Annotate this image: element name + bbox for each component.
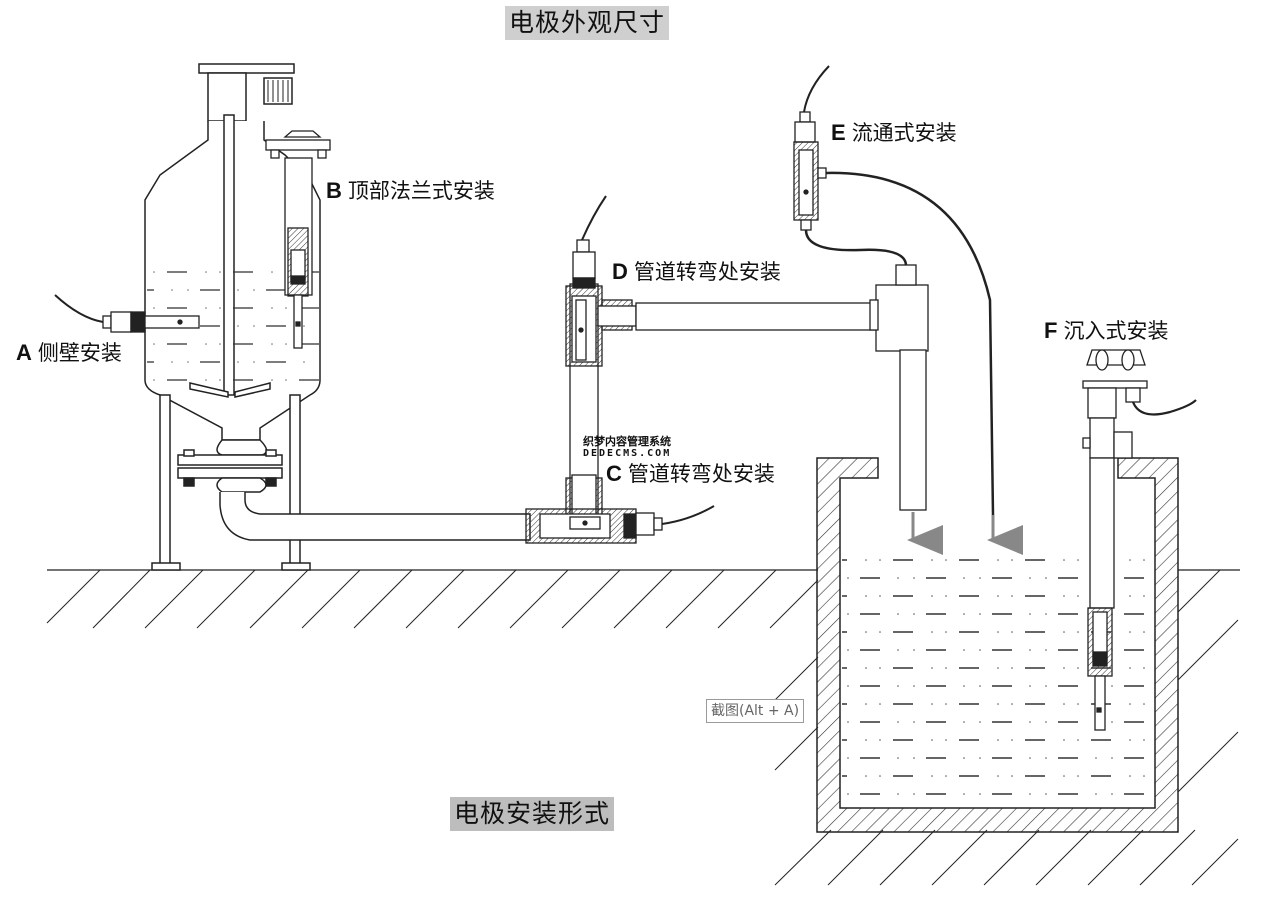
pool	[816, 457, 1179, 833]
label-letter: B	[326, 178, 342, 203]
probe-b-top-flange	[265, 130, 331, 349]
watermark-line2: DEDECMS.COM	[583, 448, 672, 459]
title-electrode-dimensions: 电极外观尺寸	[505, 6, 670, 40]
screenshot-tooltip: 截图(Alt + A)	[706, 699, 805, 723]
label-text: 流通式安装	[851, 121, 957, 145]
ground	[46, 569, 1240, 886]
label-letter: C	[606, 461, 622, 486]
label-letter: D	[612, 259, 628, 284]
probe-a-side-wall	[54, 294, 200, 333]
label-text: 侧壁安装	[37, 341, 122, 365]
label-letter: F	[1044, 318, 1058, 343]
label-letter: A	[16, 340, 32, 365]
label-text: 管道转弯处安装	[633, 260, 781, 284]
label-text: 沉入式安装	[1063, 319, 1169, 343]
watermark-line1: 织梦内容管理系统	[583, 435, 671, 448]
pipe-system	[525, 195, 929, 544]
probe-e-flow-through	[793, 65, 995, 516]
label-text: 顶部法兰式安装	[347, 179, 495, 203]
title-installation-forms: 电极安装形式	[450, 797, 615, 831]
probe-f-submerged	[1082, 349, 1197, 731]
watermark: 织梦内容管理系统 DEDECMS.COM	[583, 436, 671, 460]
label-text: 管道转弯处安装	[627, 462, 775, 486]
label-letter: E	[831, 120, 846, 145]
